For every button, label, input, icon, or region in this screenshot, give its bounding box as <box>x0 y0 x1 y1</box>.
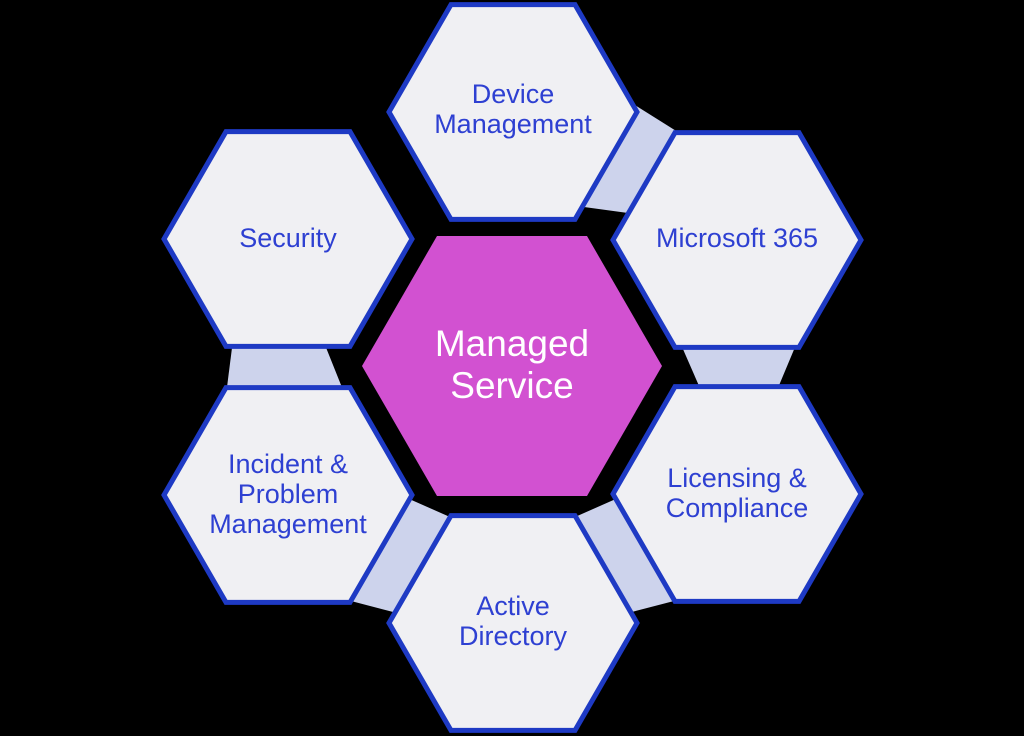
connector-licensing-active <box>575 498 674 613</box>
hexagon-active-directory <box>386 513 640 733</box>
hexagon-licensing-compliance <box>610 384 864 604</box>
hexagon-device-management <box>386 2 640 222</box>
connector-incident-active <box>351 498 450 613</box>
label-incident-problem-management: Incident & Problem Management <box>209 449 367 539</box>
label-security: Security <box>239 223 337 254</box>
label-active-directory: Active Directory <box>458 591 567 651</box>
hexagon-incident-problem-management <box>161 385 415 605</box>
connector-security-incident <box>226 340 345 395</box>
label-licensing-compliance: Licensing & Compliance <box>665 463 809 523</box>
label-microsoft-365: Microsoft 365 <box>655 223 819 254</box>
connector-microsoft365-licensing <box>679 340 798 395</box>
hexagon-security <box>161 129 415 349</box>
hexagon-microsoft-365 <box>610 130 864 350</box>
label-device-management: Device Management <box>434 79 592 139</box>
connector-device-microsoft365 <box>584 102 681 213</box>
hexagon-managed-service <box>362 236 662 496</box>
label-managed-service: Managed Service <box>434 323 590 406</box>
